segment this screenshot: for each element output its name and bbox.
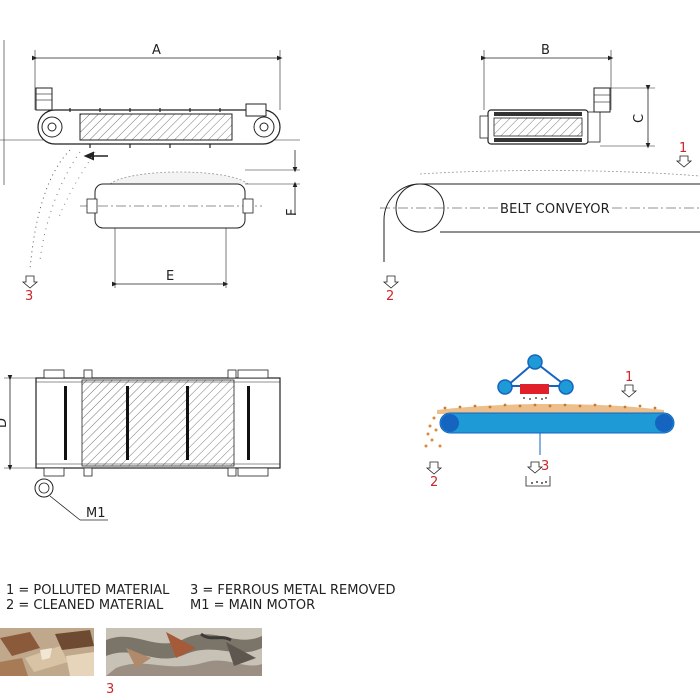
end-view-drawing: B C BELT CONVEYOR 1 2 bbox=[380, 43, 700, 304]
material-photo-ferrous bbox=[106, 628, 262, 676]
legend-right: 3 = FERROUS METAL REMOVED M1 = MAIN MOTO… bbox=[190, 583, 396, 613]
side-view-drawing: A bbox=[0, 40, 300, 304]
photo-label-ferrous: 3 bbox=[106, 682, 115, 697]
material-photo-wood bbox=[0, 628, 94, 676]
top-view-drawing: D M1 bbox=[0, 369, 281, 521]
legend-item-polluted: 1 = POLLUTED MATERIAL bbox=[6, 583, 170, 598]
flow-marker-2-schematic: 2 bbox=[430, 475, 438, 490]
legend-item-cleaned: 2 = CLEANED MATERIAL bbox=[6, 598, 164, 613]
color-schematic: 1 2 3 bbox=[424, 354, 675, 490]
flow-marker-3-schematic: 3 bbox=[541, 459, 549, 474]
dimension-e-label: E bbox=[166, 269, 174, 284]
dimension-b-label: B bbox=[541, 43, 550, 58]
dimension-f-label: F bbox=[285, 209, 300, 216]
flow-marker-1-schematic: 1 bbox=[625, 370, 633, 385]
flow-marker-2-end: 2 bbox=[386, 289, 394, 304]
belt-conveyor-label: BELT CONVEYOR bbox=[500, 202, 610, 217]
dimension-c-label: C bbox=[632, 114, 647, 123]
motor-m1-label: M1 bbox=[86, 506, 106, 521]
dimension-d-label: D bbox=[0, 418, 10, 428]
flow-marker-1-end: 1 bbox=[679, 141, 687, 156]
legend-item-ferrous: 3 = FERROUS METAL REMOVED bbox=[190, 583, 396, 598]
legend-item-motor: M1 = MAIN MOTOR bbox=[190, 598, 316, 613]
flow-marker-3-side: 3 bbox=[25, 289, 33, 304]
dimension-a-label: A bbox=[152, 43, 161, 58]
legend: 1 = POLLUTED MATERIAL 2 = CLEANED MATERI… bbox=[6, 583, 169, 613]
